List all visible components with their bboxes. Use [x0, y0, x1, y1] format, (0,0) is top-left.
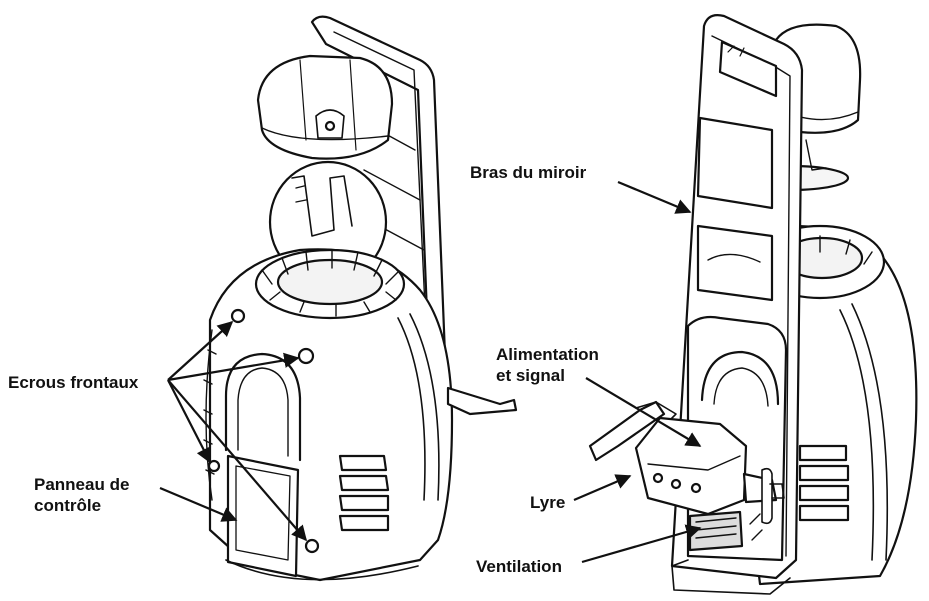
right-lyre: [588, 400, 785, 541]
left-control-panel: [226, 454, 300, 578]
arrow-panneau: [159, 486, 238, 522]
label-ventilation: Ventilation: [476, 557, 562, 576]
callout-arrows: [159, 180, 702, 564]
left-front-nut-2: [297, 347, 315, 365]
label-panneau-line1: Panneau de: [34, 475, 130, 494]
label-bras-du-miroir: Bras du miroir: [470, 163, 587, 182]
label-lyre: Lyre: [530, 493, 566, 512]
left-front-nut-4: [304, 538, 320, 554]
label-alimentation-line1: Alimentation: [496, 345, 599, 364]
left-front-nut-1: [230, 308, 246, 324]
arrow-ecrous-1: [167, 320, 234, 381]
right-vent-slots: [798, 444, 850, 522]
arrow-ventilation: [581, 524, 702, 564]
left-body: [203, 248, 518, 582]
arrow-ecrous-2: [167, 352, 300, 382]
label-ecrous-frontaux: Ecrous frontaux: [8, 373, 139, 392]
arrow-alimentation: [585, 377, 702, 447]
arrow-lyre: [573, 474, 632, 502]
left-front-nut-3: [207, 459, 221, 473]
label-alimentation-line2: et signal: [496, 366, 565, 385]
label-panneau-line2: contrôle: [34, 496, 102, 515]
left-vent-slots: [338, 454, 390, 532]
right-ventilation: [688, 510, 744, 552]
left-fixture: [203, 15, 518, 582]
arrow-ecrous-3: [167, 379, 211, 464]
left-mirror-head: [256, 54, 394, 160]
arrow-bras: [617, 180, 692, 214]
arrow-ecrous-4: [167, 379, 308, 542]
right-fixture: [588, 14, 918, 595]
